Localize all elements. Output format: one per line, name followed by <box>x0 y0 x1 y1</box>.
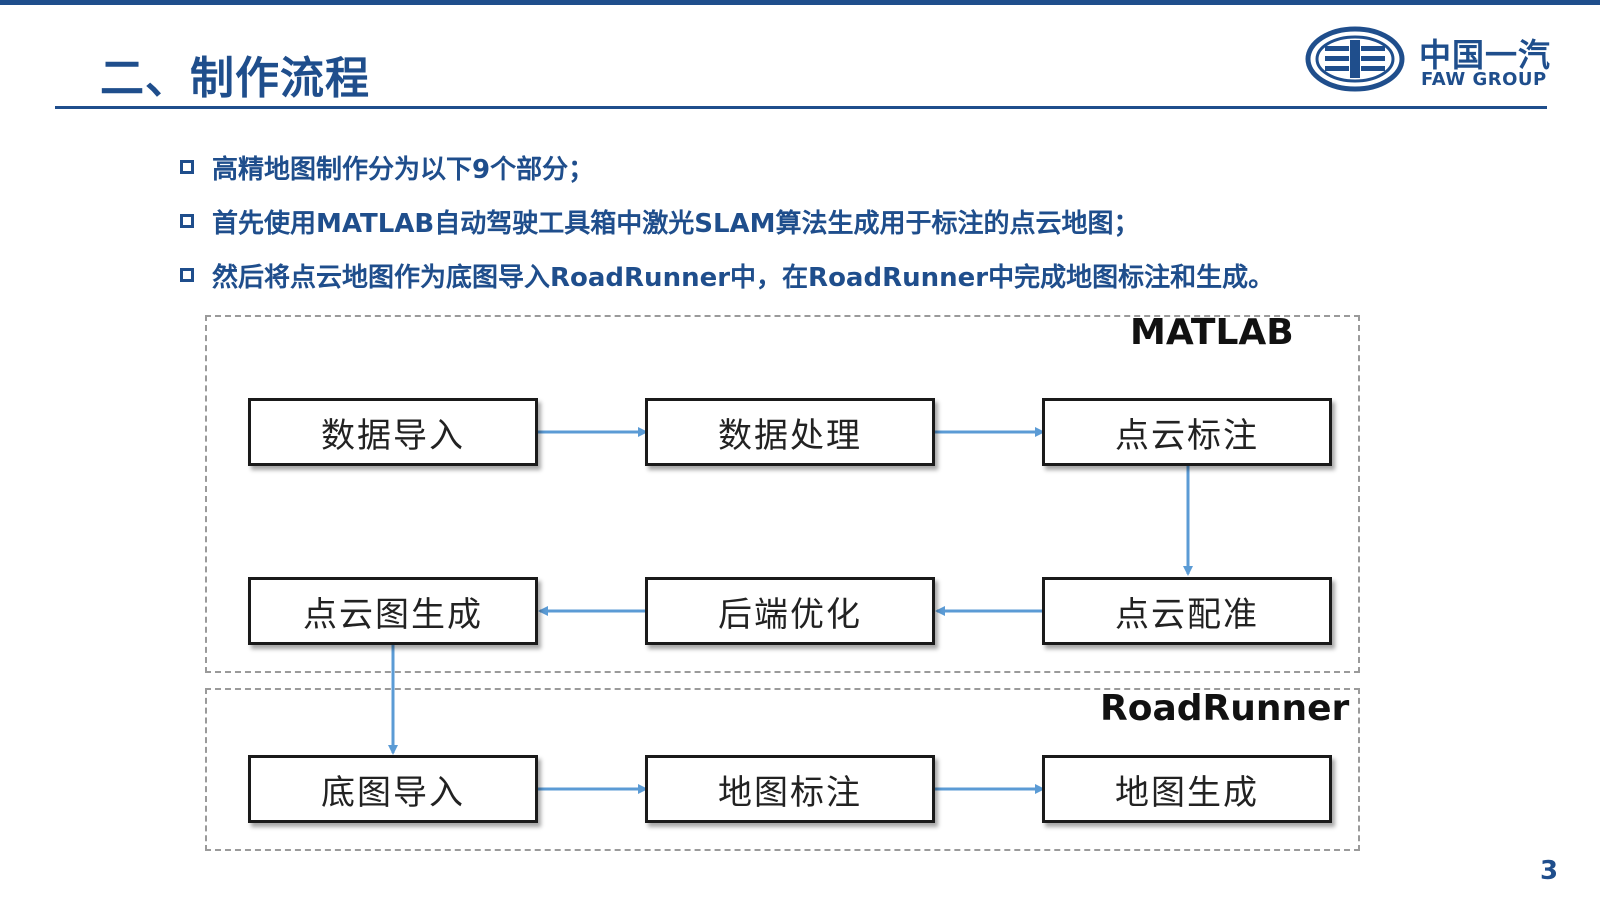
node-backend-optimization: 后端优化 <box>645 577 935 645</box>
square-bullet-icon <box>180 214 194 228</box>
square-bullet-icon <box>180 268 194 282</box>
node-data-processing: 数据处理 <box>645 398 935 466</box>
bullet-list: 高精地图制作分为以下9个部分； 首先使用MATLAB自动驾驶工具箱中激光SLAM… <box>180 140 1274 302</box>
node-map-generation: 地图生成 <box>1042 755 1332 823</box>
bullet-item: 首先使用MATLAB自动驾驶工具箱中激光SLAM算法生成用于标注的点云地图； <box>180 194 1274 248</box>
bullet-item: 高精地图制作分为以下9个部分； <box>180 140 1274 194</box>
node-pointcloud-annotation: 点云标注 <box>1042 398 1332 466</box>
node-pointcloud-registration: 点云配准 <box>1042 577 1332 645</box>
matlab-group-label: MATLAB <box>1130 312 1294 353</box>
bullet-text: 首先使用MATLAB自动驾驶工具箱中激光SLAM算法生成用于标注的点云地图； <box>212 208 1140 239</box>
page-number: 3 <box>1540 856 1559 886</box>
faw-emblem-icon <box>1305 26 1405 92</box>
bullet-item: 然后将点云地图作为底图导入RoadRunner中，在RoadRunner中完成地… <box>180 248 1274 302</box>
node-pointcloud-map-generation: 点云图生成 <box>248 577 538 645</box>
roadrunner-group-frame <box>205 688 1360 851</box>
node-data-import: 数据导入 <box>248 398 538 466</box>
title-divider <box>55 106 1547 109</box>
logo-name-en: FAW GROUP <box>1421 69 1547 90</box>
roadrunner-group-label: RoadRunner <box>1100 688 1350 729</box>
square-bullet-icon <box>180 160 194 174</box>
bullet-text: 然后将点云地图作为底图导入RoadRunner中，在RoadRunner中完成地… <box>212 262 1275 293</box>
faw-logo: 中国一汽 FAW GROUP <box>1305 24 1553 96</box>
page-title: 二、制作流程 <box>100 53 370 104</box>
bullet-text: 高精地图制作分为以下9个部分； <box>212 154 595 185</box>
node-map-annotation: 地图标注 <box>645 755 935 823</box>
matlab-group-frame <box>205 315 1360 673</box>
top-accent-bar <box>0 0 1600 5</box>
logo-name-cn: 中国一汽 <box>1419 36 1552 74</box>
node-basemap-import: 底图导入 <box>248 755 538 823</box>
